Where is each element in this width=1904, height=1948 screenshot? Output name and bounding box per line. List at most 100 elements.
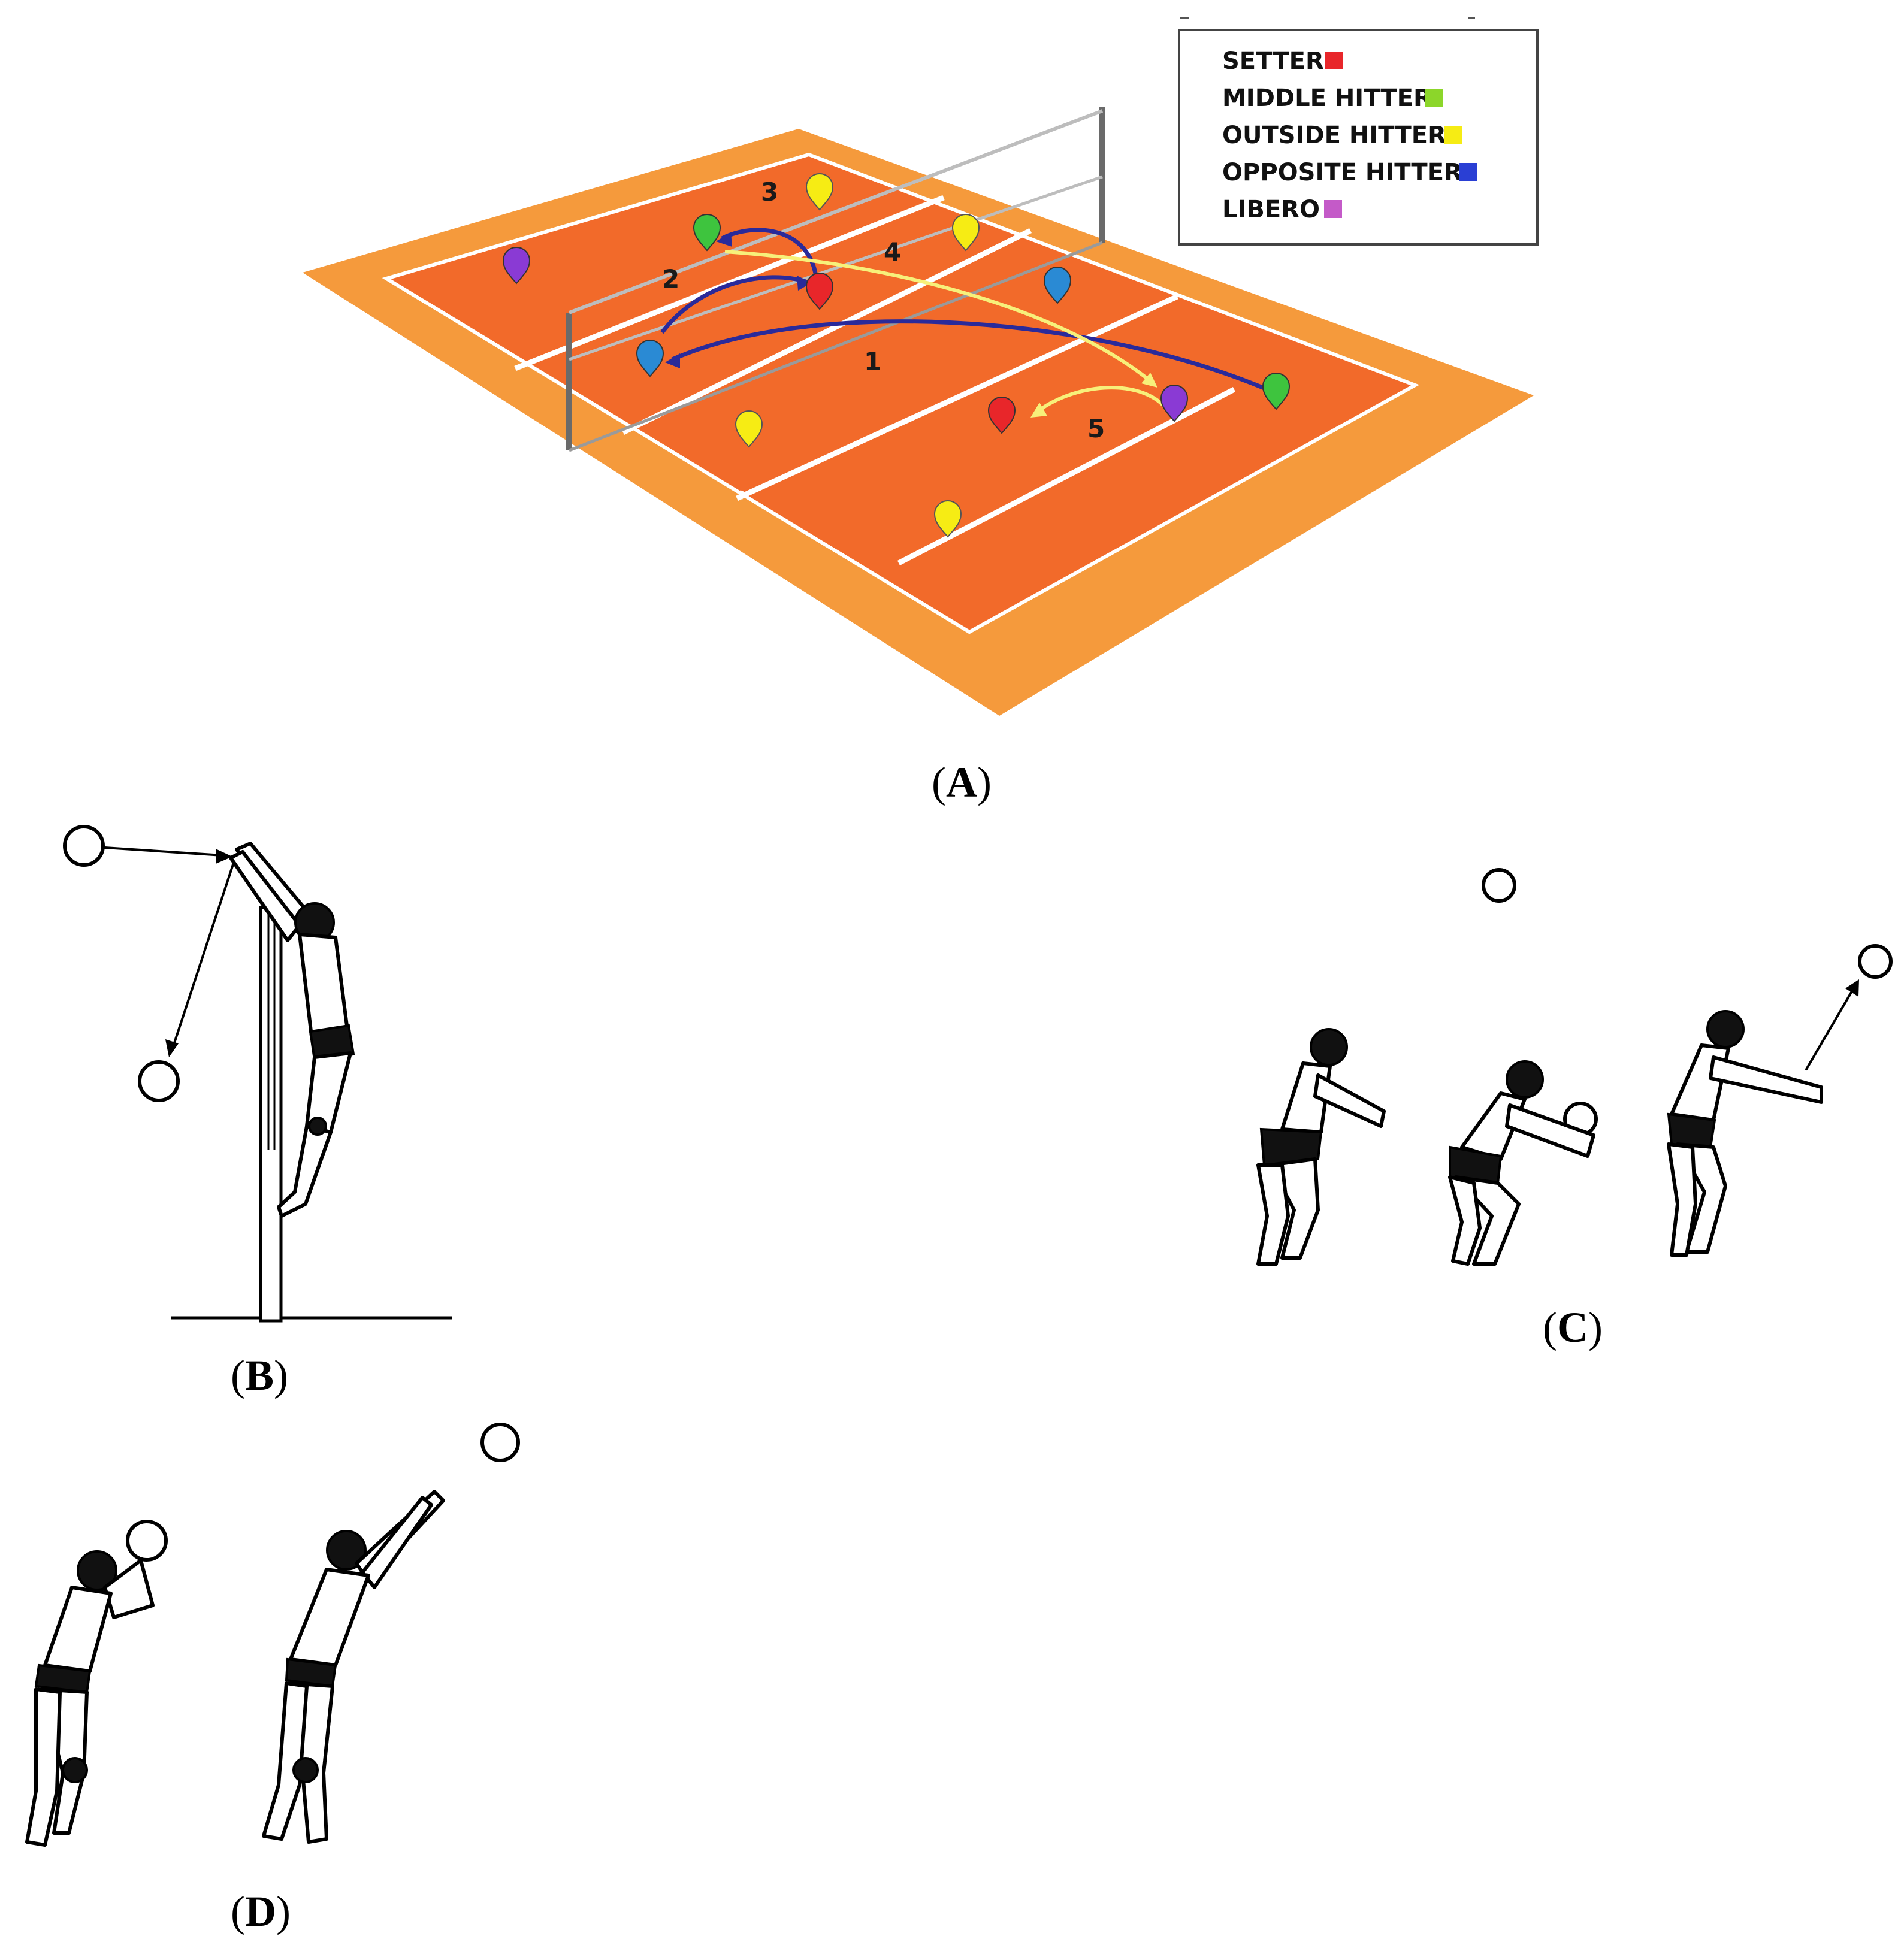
marker-setter (805, 273, 834, 310)
blocker-shorts (309, 1024, 355, 1062)
arrow-ball-to-hands (104, 846, 224, 857)
panel-c-pass-sequence: (C) (1256, 868, 1893, 1351)
ball-at-hands (126, 1520, 168, 1562)
setter-torso (43, 1586, 113, 1673)
arrow-zone5-yellow (1034, 386, 1167, 415)
arrowhead-zone5 (1030, 403, 1047, 418)
court-line-5 (737, 490, 746, 500)
marker-outside-hitter (735, 410, 763, 448)
passer-shorts (1667, 1112, 1716, 1149)
arrow-zone4-yellow (724, 250, 1155, 385)
legend-label-middle-hitter: MIDDLE HITTER (1222, 84, 1432, 112)
court-line-3 (736, 294, 1178, 501)
passer-leg (1256, 1163, 1290, 1266)
legend-swatch-libero (1324, 200, 1342, 218)
panel-b-label: (B) (231, 1351, 288, 1399)
court-line-2 (622, 228, 1032, 435)
marker-opposite-hitter (1043, 267, 1072, 304)
setter-knee (292, 1757, 319, 1783)
setter-arms (361, 1496, 433, 1589)
zone-number-5: 5 (1087, 414, 1105, 443)
setter-head (326, 1530, 367, 1571)
ball-incoming (63, 825, 105, 867)
arrow-pass-direction (1805, 986, 1855, 1070)
legend-swatch-outside-hitter (1444, 126, 1462, 144)
arrow-hands-to-ball (171, 861, 235, 1049)
arrowhead-zone2 (797, 276, 812, 291)
legend-label-setter: SETTER (1222, 47, 1324, 75)
arrowhead (216, 849, 232, 864)
passer-head (1706, 1010, 1745, 1048)
passer-figure-3 (1667, 1010, 1823, 1257)
legend-label-outside-hitter: OUTSIDE HITTER (1222, 122, 1446, 149)
setter-torso (289, 1568, 370, 1667)
panel-b-block-illustration: (B) (63, 825, 452, 1399)
blocker-torso (298, 933, 349, 1038)
court-playing-area (382, 152, 1420, 634)
ball-released (480, 1423, 520, 1462)
panel-d-overhead-set: (D) (25, 1423, 520, 1935)
marker-middle-hitter (1262, 373, 1291, 410)
setter-arms (103, 1559, 155, 1619)
panel-a-court-diagram: 1 2 3 4 5 SETTER MIDDLE HITTER OUTSIDE H… (303, 17, 1539, 806)
position-legend: SETTER MIDDLE HITTER OUTSIDE HITTER OPPO… (1178, 17, 1539, 246)
arrow-zone2 (660, 275, 807, 334)
panel-d-label: (D) (231, 1887, 291, 1935)
arrowhead (1845, 979, 1859, 997)
net-bottom-cable (569, 241, 1103, 452)
marker-libero (502, 247, 531, 285)
arrowhead-zone1 (665, 353, 680, 368)
legend-box (1178, 29, 1539, 246)
panel-c-label: (C) (1543, 1303, 1603, 1351)
court-line-4 (897, 387, 1236, 565)
blocker-leg (277, 1124, 333, 1218)
legend-label-libero: LIBERO (1222, 196, 1320, 223)
marker-outside-hitter (805, 173, 834, 211)
panel-a-label: (A) (932, 758, 992, 806)
ball-deflected (138, 1060, 180, 1102)
arrowhead-zone3 (716, 232, 732, 247)
passer-figure-2 (1448, 1060, 1598, 1266)
passer-leg (1667, 1142, 1697, 1257)
passer-arms (1709, 1055, 1823, 1104)
ball-high (1482, 868, 1516, 903)
arrowhead (165, 1039, 179, 1057)
passer-head (1506, 1060, 1544, 1099)
marker-outside-hitter (951, 214, 980, 252)
zone-number-3: 3 (761, 177, 778, 207)
blocker-figure (229, 842, 355, 1218)
passer-shorts (1259, 1127, 1323, 1167)
legend-swatch-opposite-hitter (1459, 163, 1477, 181)
passer-torso (1670, 1043, 1730, 1122)
setter-knee (62, 1757, 88, 1783)
passer-arms (1313, 1073, 1386, 1128)
passer-leg (1454, 1175, 1521, 1266)
passer-leg (1448, 1175, 1482, 1266)
arrowhead-zone4 (1141, 373, 1157, 388)
marker-libero (1160, 385, 1189, 422)
marker-middle-hitter (693, 214, 721, 252)
marker-outside-hitter (933, 500, 962, 538)
arrow-zone1-to-opposite (671, 319, 1265, 391)
player-markers (502, 173, 1291, 538)
net-top-cable (568, 109, 1104, 314)
marker-setter (987, 397, 1016, 434)
net-mid-cable (569, 175, 1103, 361)
legend-label-opposite-hitter: OPPOSITE HITTER (1222, 159, 1462, 186)
setter-figure-2 (262, 1490, 445, 1844)
passer-figure-1 (1256, 1028, 1386, 1266)
setter-leg (25, 1687, 62, 1847)
setter-leg (262, 1681, 309, 1841)
movement-arrows (660, 228, 1265, 418)
legend-swatch-setter (1325, 52, 1343, 69)
legend-swatch-middle-hitter (1425, 89, 1443, 107)
zone-number-4: 4 (884, 237, 901, 267)
ball-passed (1858, 944, 1893, 979)
marker-opposite-hitter (636, 340, 664, 377)
passer-head (1310, 1028, 1348, 1066)
passer-leg (1676, 1142, 1727, 1254)
net-post (259, 906, 283, 1323)
passer-arms (1505, 1103, 1595, 1158)
zone-number-2: 2 (662, 264, 679, 294)
zone-number-1: 1 (864, 347, 881, 376)
